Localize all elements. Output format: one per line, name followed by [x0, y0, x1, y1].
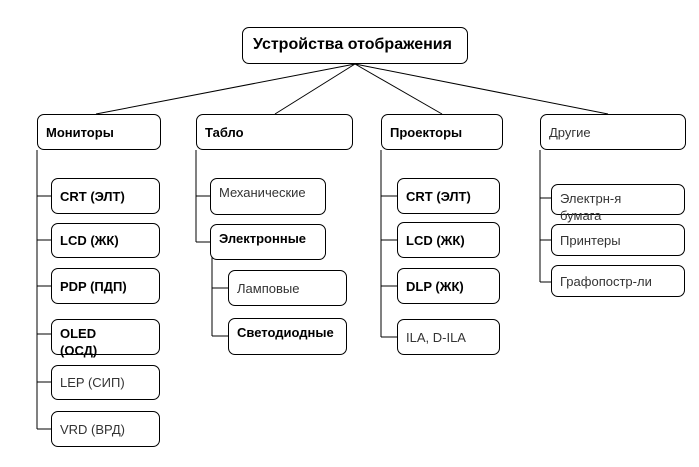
root-label: Устройства отображения — [253, 36, 452, 53]
tablo-item: Механические — [210, 178, 326, 215]
tablo-subitem: Ламповые — [228, 270, 347, 306]
other-item: Графопостр-ли — [551, 265, 685, 297]
tablo-subitem: Светодиодные — [228, 318, 347, 355]
tablo-item: Электронные — [210, 224, 326, 260]
projector-item: DLP (ЖК) — [397, 268, 500, 304]
other-item: Электрн-я бумага — [551, 184, 685, 223]
projector-item: CRT (ЭЛТ) — [397, 178, 500, 214]
root-node: Устройства отображения — [242, 27, 468, 64]
monitor-item: CRT (ЭЛТ) — [51, 178, 160, 214]
other-item: Принтеры — [551, 224, 685, 256]
category-projectors: Проекторы — [381, 114, 503, 150]
category-tablo: Табло — [196, 114, 353, 150]
monitor-item: LCD (ЖК) — [51, 223, 160, 258]
monitor-item: LEP (СИП) — [51, 365, 160, 400]
category-other: Другие — [540, 114, 686, 150]
monitor-item: VRD (ВРД) — [51, 411, 160, 447]
monitor-item: PDP (ПДП) — [51, 268, 160, 304]
projector-item: LCD (ЖК) — [397, 222, 500, 258]
monitor-item: OLED (ОСД) — [51, 319, 160, 358]
projector-item: ILA, D-ILA — [397, 319, 500, 355]
category-monitors: Мониторы — [37, 114, 161, 150]
